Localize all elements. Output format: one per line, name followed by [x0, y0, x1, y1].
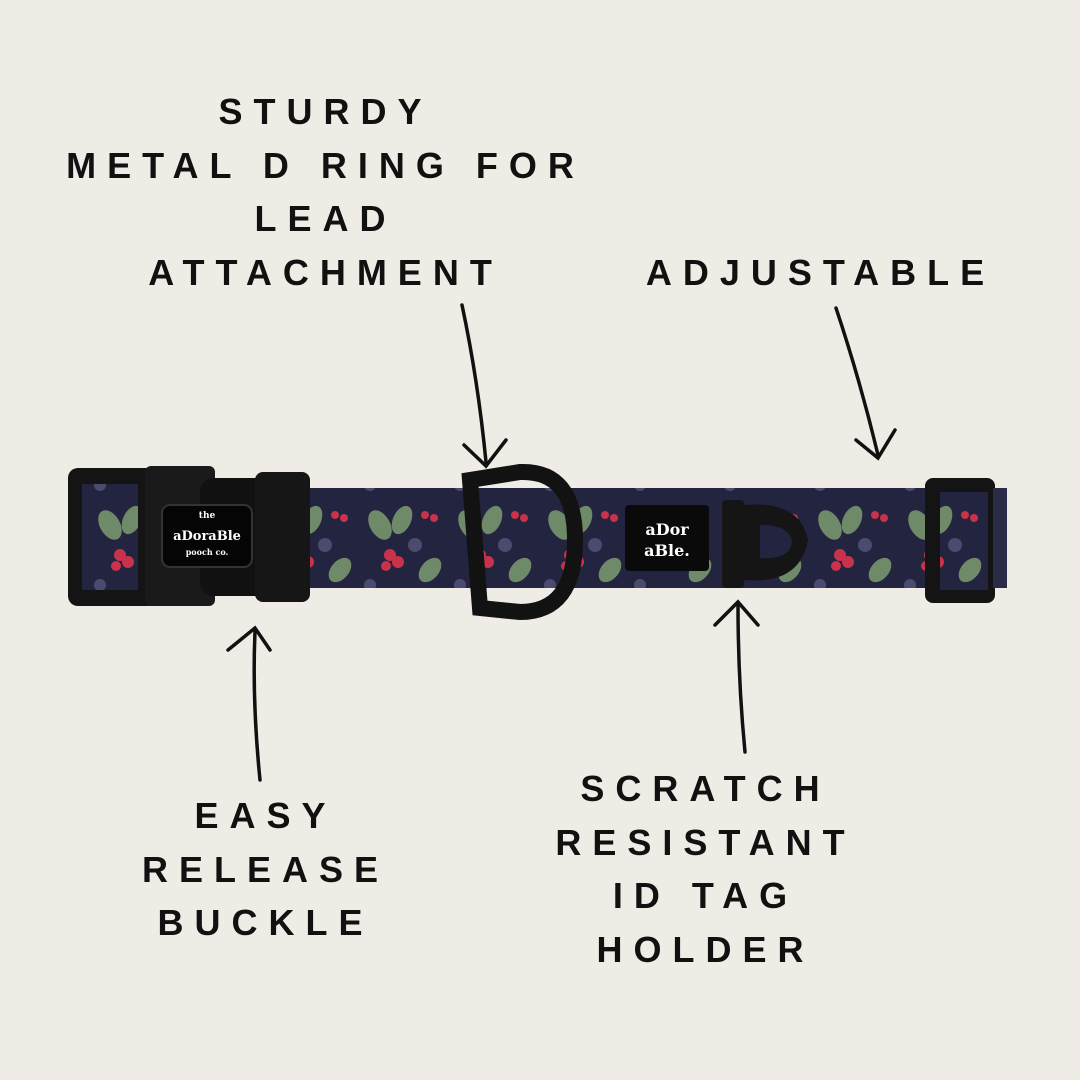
- id-tag-holder: [722, 500, 808, 588]
- buckle-logo: pooch co.: [186, 547, 229, 557]
- release-buckle: the aDoraBle pooch co.: [68, 466, 310, 606]
- strap-logo-patch: [625, 505, 709, 571]
- strap-logo: aDor: [645, 520, 689, 539]
- arrow-d-ring: [460, 303, 488, 464]
- label-line: ATTACHMENT: [148, 251, 503, 293]
- label-line: SCRATCH: [580, 768, 831, 809]
- label-line: STURDY: [218, 91, 433, 132]
- arrow-buckle: [252, 630, 262, 782]
- d-ring-label: STURDY METAL D RING FOR LEAD ATTACHMENT: [40, 85, 600, 299]
- arrowhead: [462, 438, 508, 469]
- arrowhead: [713, 599, 760, 627]
- buckle-label: EASY RELEASE BUCKLE: [95, 789, 425, 950]
- arrowhead: [226, 625, 272, 652]
- strap-logo: aBle.: [644, 541, 690, 560]
- buckle-logo: the: [199, 511, 216, 521]
- label-line: LEAD: [254, 198, 397, 239]
- arrowhead: [854, 428, 897, 461]
- label-line: EASY: [194, 795, 337, 836]
- label-line: METAL D RING FOR: [66, 144, 585, 186]
- d-ring: [461, 463, 584, 621]
- label-line: ID TAG: [612, 875, 799, 916]
- arrow-adjustable: [834, 306, 880, 457]
- arrow-tag-holder: [736, 603, 747, 754]
- label-line: RELEASE: [141, 848, 390, 890]
- buckle-logo: aDoraBle: [173, 529, 241, 544]
- tag-holder-label: SCRATCH RESISTANT ID TAG HOLDER: [520, 762, 880, 976]
- adjustable-label: ADJUSTABLE: [610, 246, 1020, 300]
- label-line: HOLDER: [596, 928, 815, 970]
- label-line: BUCKLE: [157, 902, 374, 943]
- label-line: ADJUSTABLE: [645, 252, 996, 293]
- label-line: RESISTANT: [555, 821, 856, 863]
